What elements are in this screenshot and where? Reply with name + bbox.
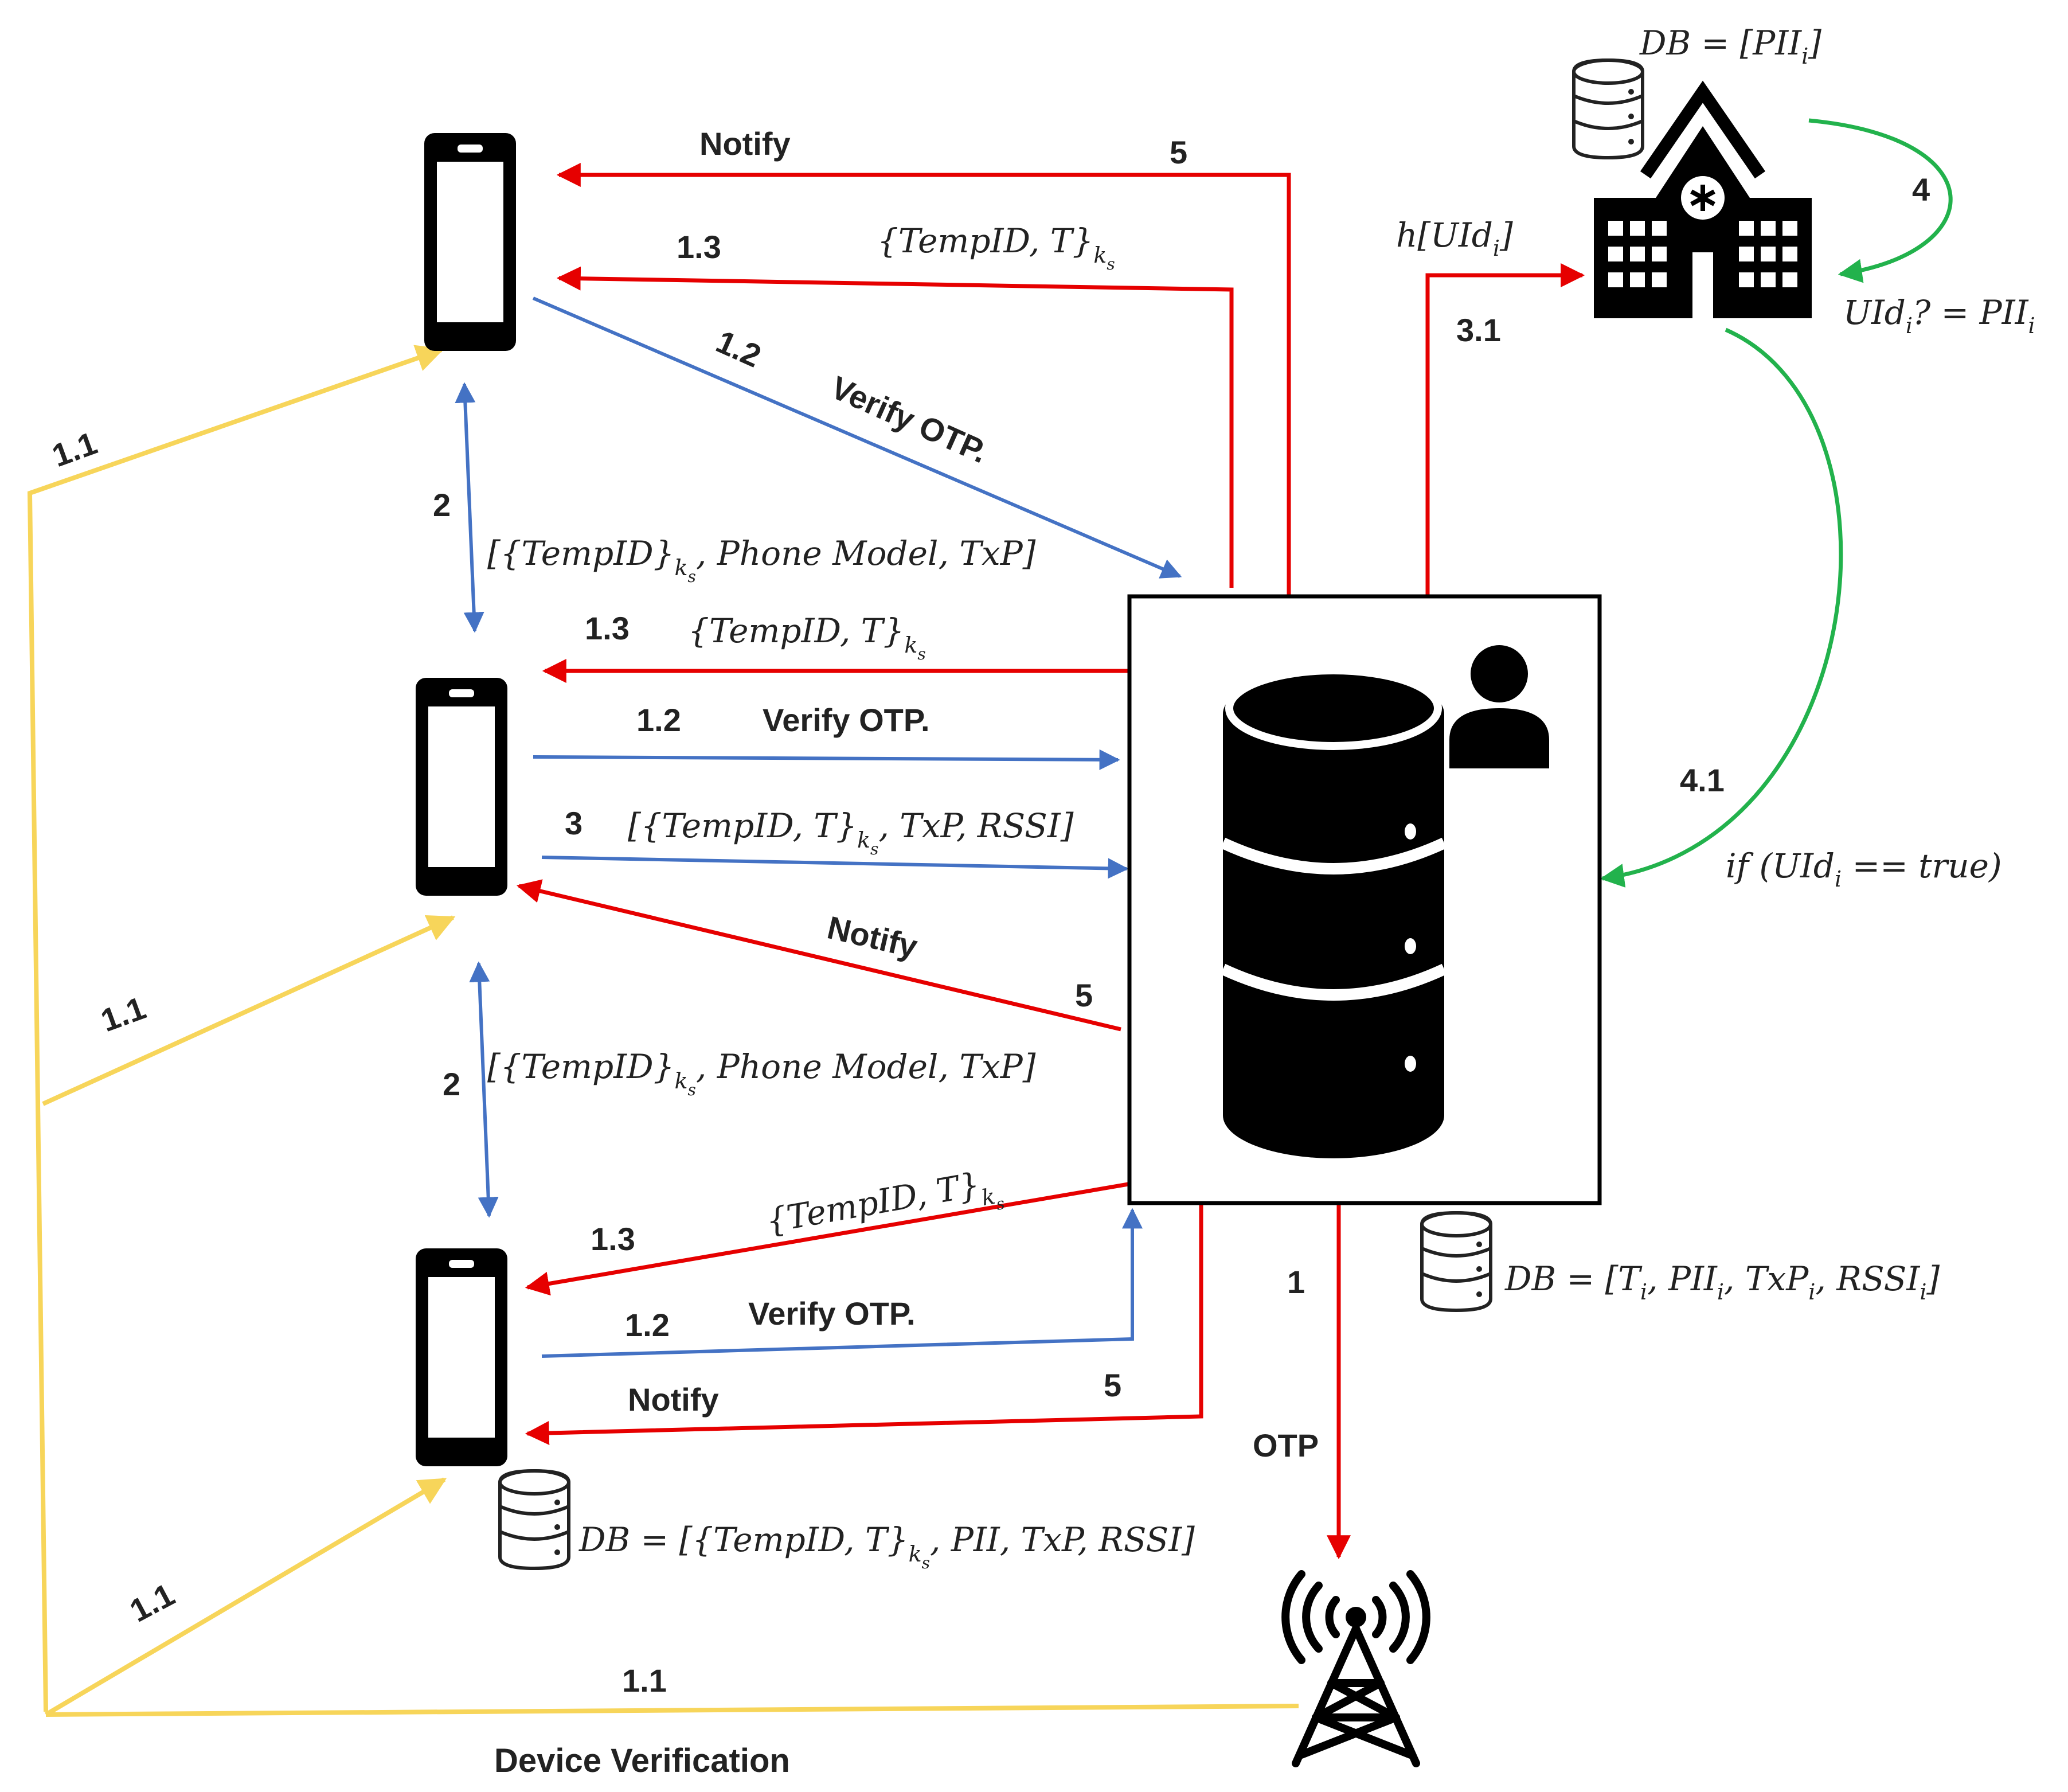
label-1-2-low: 1.2 (625, 1307, 670, 1343)
phone-icon-mid (416, 678, 507, 896)
label-adv-lower: [{TempID}ks, Phone Model, TxP] (487, 1047, 1036, 1099)
cell-tower-icon (1281, 1570, 1430, 1767)
label-notify-top: Notify (699, 126, 791, 162)
yellow-device-verification-lines (27, 345, 1299, 1717)
arrow-verify-otp-mid (533, 749, 1120, 770)
arrow-adv-upper (455, 382, 484, 633)
arrow-report-mid (541, 856, 1129, 879)
label-4: 4 (1912, 171, 1930, 208)
label-1-3-low: 1.3 (591, 1221, 635, 1257)
arrow-notify-mid (516, 879, 1121, 1032)
label-3-1: 3.1 (1456, 312, 1501, 348)
arrow-hash-uid (1425, 263, 1585, 596)
central-server (1127, 594, 1602, 1205)
label-1-2-mid: 1.2 (636, 702, 681, 738)
phone-icon-low (416, 1248, 507, 1466)
label-1-1-mid: 1.1 (96, 989, 151, 1038)
label-verify-otp-mid: Verify OTP. (763, 702, 930, 738)
label-uid-check: UIdi? = PIIi (1843, 293, 2035, 338)
label-otp: OTP (1253, 1427, 1319, 1463)
label-adv-upper: [{TempID}ks, Phone Model, TxP] (487, 534, 1036, 586)
phone-icon-top (424, 133, 516, 351)
arrow-verify-otp-diag (532, 296, 1182, 579)
label-db-server: DB = [Ti, PIIi, TxPi, RSSIi] (1504, 1259, 1940, 1305)
label-hash-uid: h[UIdi] (1396, 216, 1513, 261)
database-icon-phone (500, 1471, 569, 1568)
arrow-adv-lower (469, 961, 499, 1218)
user-icon (1449, 645, 1549, 768)
label-report-mid: [{TempID, T}ks, TxP, RSSI] (628, 806, 1074, 858)
label-1-1-low: 1.1 (124, 1576, 180, 1629)
blue-lines (455, 296, 1182, 1358)
label-1-1-upper: 1.1 (48, 424, 102, 474)
database-icon-hospital (1574, 60, 1643, 158)
label-5-top: 5 (1170, 134, 1187, 170)
hospital-icon (1594, 80, 1812, 318)
label-1-3-mid: 1.3 (585, 610, 630, 646)
red-lines (516, 163, 1585, 1560)
label-1-3-top: 1.3 (677, 229, 721, 265)
label-verify-otp-diag: Verify OTP. (826, 369, 993, 470)
label-4-1: 4.1 (1680, 762, 1725, 798)
label-notify-mid: Notify (824, 909, 921, 965)
label-2-lower: 2 (443, 1066, 460, 1102)
label-3-mid: 3 (565, 805, 583, 841)
label-tempid-mid: {TempID, T}ks (688, 611, 926, 663)
arrow-uid-check-loop (1808, 118, 1953, 283)
server-database-icon (1220, 666, 1447, 1158)
label-5-low: 5 (1104, 1367, 1121, 1403)
label-tempid-top: {TempID, T}ks (877, 221, 1115, 274)
label-1-2-diag: 1.2 (711, 323, 767, 374)
yellow-path-bottom (45, 1704, 1299, 1717)
arrow-notify-top (556, 163, 1291, 595)
database-icon-server (1422, 1213, 1491, 1310)
arrow-tempid-low (525, 1182, 1129, 1296)
label-notify-low: Notify (628, 1381, 719, 1418)
arrow-verify-otp-low (541, 1208, 1143, 1358)
label-1-otp: 1 (1287, 1264, 1305, 1300)
yellow-path-low (44, 1477, 447, 1717)
arrow-tempid-top (556, 266, 1234, 588)
label-1-1-bottom: 1.1 (622, 1662, 667, 1699)
label-device-verification: Device Verification (494, 1742, 790, 1779)
label-2-upper: 2 (433, 487, 451, 523)
label-5-mid: 5 (1075, 977, 1093, 1013)
yellow-path-left-spine (27, 345, 444, 1712)
green-lines (1600, 118, 1953, 888)
yellow-path-mid (42, 915, 456, 1106)
label-db-phone: DB = [{TempID, T}ks, PII, TxP, RSSI] (578, 1520, 1195, 1572)
arrow-notify-low (525, 1204, 1203, 1446)
label-if-uid: if (UIdi == true) (1726, 846, 2002, 892)
label-db-hospital: DB = [PIIi] (1639, 24, 1821, 69)
label-verify-otp-low: Verify OTP. (748, 1295, 916, 1332)
arrow-if-uid (1600, 327, 1843, 888)
